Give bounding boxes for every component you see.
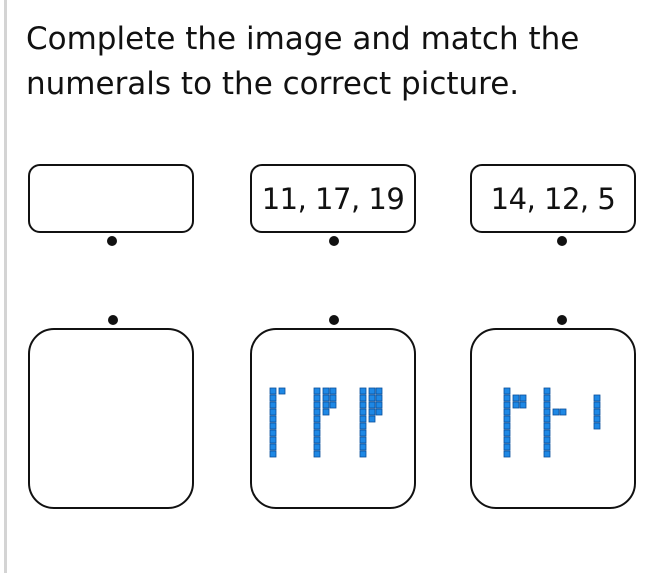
one-cube — [593, 415, 601, 423]
ten-rod-cube — [359, 394, 367, 402]
one-cube — [559, 408, 567, 416]
one-cube — [368, 387, 376, 395]
ten-rod-cube — [503, 415, 511, 423]
ten-rod-cube — [503, 394, 511, 402]
ten-rod-cube — [359, 450, 367, 458]
one-cube — [512, 394, 520, 402]
ten-rod-cube — [359, 436, 367, 444]
ten-rod-cube — [269, 422, 277, 430]
ten-rod-cube — [313, 422, 321, 430]
ten-rod-cube — [269, 450, 277, 458]
one-cube — [278, 387, 286, 395]
label-match-dot[interactable] — [329, 236, 339, 246]
one-cube — [368, 394, 376, 402]
one-cube — [368, 415, 376, 423]
ten-rod-cube — [313, 429, 321, 437]
ten-rod-cube — [313, 415, 321, 423]
ten-rod-cube — [269, 443, 277, 451]
ten-rod-cube — [269, 436, 277, 444]
ten-rod-cube — [543, 394, 551, 402]
one-cube — [593, 422, 601, 430]
one-cube — [322, 394, 330, 402]
ten-rod-cube — [313, 450, 321, 458]
one-cube — [322, 401, 330, 409]
one-cube — [322, 387, 330, 395]
one-cube — [375, 408, 383, 416]
ten-rod-cube — [313, 443, 321, 451]
ten-rod-cube — [359, 415, 367, 423]
one-cube — [593, 401, 601, 409]
one-cube — [552, 408, 560, 416]
ten-rod-cube — [313, 394, 321, 402]
one-cube — [375, 401, 383, 409]
ten-rod-cube — [359, 401, 367, 409]
picture-box-blocks-2[interactable] — [470, 328, 636, 509]
numeral-box-11-17-19[interactable]: 11, 17, 19 — [250, 164, 416, 233]
ten-rod-cube — [543, 443, 551, 451]
ten-rod-cube — [503, 387, 511, 395]
ten-rod-cube — [503, 401, 511, 409]
ten-rod-cube — [269, 401, 277, 409]
numeral-box-14-12-5[interactable]: 14, 12, 5 — [470, 164, 636, 233]
one-cube — [519, 394, 527, 402]
ten-rod-cube — [359, 422, 367, 430]
one-cube — [593, 408, 601, 416]
ten-rod-cube — [543, 408, 551, 416]
ten-rod-cube — [543, 429, 551, 437]
one-cube — [512, 401, 520, 409]
ten-rod-cube — [503, 450, 511, 458]
ten-rod-cube — [269, 415, 277, 423]
picture-match-dot[interactable] — [557, 315, 567, 325]
one-cube — [329, 401, 337, 409]
ten-rod-cube — [359, 429, 367, 437]
picture-box-empty[interactable] — [28, 328, 194, 509]
one-cube — [375, 387, 383, 395]
ten-rod-cube — [313, 401, 321, 409]
one-cube — [329, 387, 337, 395]
ten-rod-cube — [359, 408, 367, 416]
numeral-box-empty[interactable] — [28, 164, 194, 233]
ten-rod-cube — [359, 387, 367, 395]
one-cube — [368, 408, 376, 416]
one-cube — [375, 394, 383, 402]
ten-rod-cube — [269, 408, 277, 416]
ten-rod-cube — [359, 443, 367, 451]
instructions-text: Complete the image and match the numeral… — [26, 21, 580, 102]
ten-rod-cube — [543, 415, 551, 423]
ten-rod-cube — [543, 387, 551, 395]
ten-rod-cube — [503, 436, 511, 444]
one-cube — [368, 401, 376, 409]
one-cube — [519, 401, 527, 409]
ten-rod-cube — [503, 429, 511, 437]
picture-box-blocks-1[interactable] — [250, 328, 416, 509]
base-ten-blocks-icon — [503, 387, 601, 458]
one-cube — [329, 394, 337, 402]
base-ten-blocks-icon — [269, 387, 383, 458]
ten-rod-cube — [503, 422, 511, 430]
one-cube — [593, 394, 601, 402]
ten-rod-cube — [543, 422, 551, 430]
label-match-dot[interactable] — [107, 236, 117, 246]
picture-match-dot[interactable] — [108, 315, 118, 325]
ten-rod-cube — [503, 443, 511, 451]
ten-rod-cube — [269, 429, 277, 437]
picture-match-dot[interactable] — [329, 315, 339, 325]
ten-rod-cube — [313, 387, 321, 395]
ten-rod-cube — [269, 394, 277, 402]
ten-rod-cube — [313, 408, 321, 416]
ten-rod-cube — [503, 408, 511, 416]
ten-rod-cube — [543, 401, 551, 409]
ten-rod-cube — [313, 436, 321, 444]
ten-rod-cube — [543, 436, 551, 444]
label-match-dot[interactable] — [557, 236, 567, 246]
one-cube — [322, 408, 330, 416]
ten-rod-cube — [543, 450, 551, 458]
ten-rod-cube — [269, 387, 277, 395]
left-divider — [4, 0, 7, 573]
